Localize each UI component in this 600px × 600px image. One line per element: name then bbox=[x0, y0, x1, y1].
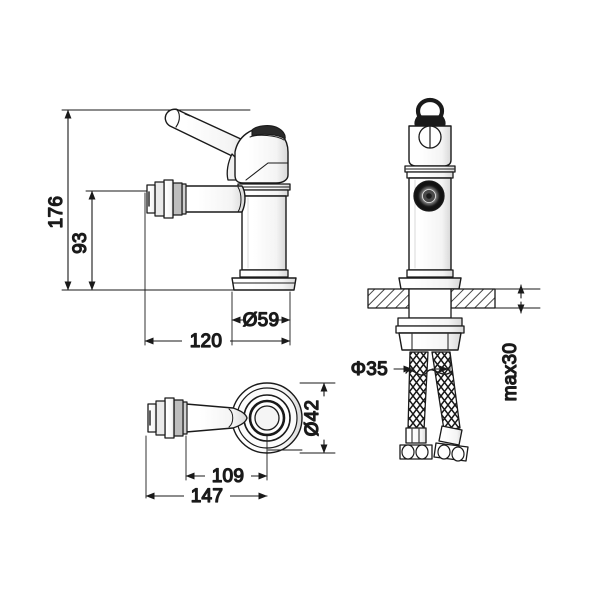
front-collar-rings bbox=[404, 165, 456, 179]
dimension-plan-diameter: Ø42 bbox=[301, 382, 328, 454]
view-front-elevation: Φ35 max30 bbox=[350, 97, 541, 462]
plan-spout-aerator bbox=[147, 397, 184, 439]
dimension-plan-reach: 109 bbox=[185, 465, 268, 488]
side-base-flange bbox=[231, 269, 297, 291]
dimension-label-109: 109 bbox=[212, 466, 245, 487]
dimension-spout-reach: 120 bbox=[144, 330, 291, 353]
front-mounting-nut bbox=[395, 317, 465, 351]
front-cartridge-head bbox=[408, 125, 452, 167]
side-spout-arm bbox=[181, 183, 246, 215]
dimension-plan-total: 147 bbox=[145, 485, 268, 508]
counter-deck-section bbox=[367, 288, 496, 309]
dimension-height-spout: 93 bbox=[69, 190, 96, 291]
front-ring-handle bbox=[414, 97, 446, 130]
front-threaded-shank bbox=[408, 288, 452, 319]
side-cartridge-cap bbox=[234, 125, 289, 184]
view-side-elevation: 176 93 Ø59 120 bbox=[45, 108, 297, 353]
view-plan: 109 147 Ø42 bbox=[145, 382, 336, 508]
front-braided-hoses bbox=[405, 351, 461, 431]
plan-spout-arm bbox=[182, 401, 248, 435]
dimension-label-147: 147 bbox=[191, 486, 224, 507]
dimension-label-176: 176 bbox=[46, 196, 67, 229]
front-hose-fittings bbox=[399, 425, 469, 462]
dimension-label-d59: Ø59 bbox=[243, 310, 280, 331]
side-collar-rings bbox=[237, 183, 291, 197]
plan-extension-lines bbox=[145, 382, 336, 499]
dimension-label-d42: Ø42 bbox=[302, 400, 323, 437]
dimension-label-phi35: Φ35 bbox=[351, 359, 388, 380]
dimension-height-total: 176 bbox=[45, 109, 72, 291]
side-spout-aerator bbox=[146, 179, 183, 219]
front-aerator-outlet bbox=[413, 180, 445, 212]
dimension-hose-diameter: Φ35 bbox=[350, 351, 451, 381]
dimension-base-diameter: Ø59 bbox=[231, 309, 291, 332]
dimension-label-max30: max30 bbox=[500, 343, 521, 402]
front-base-rings bbox=[398, 269, 462, 290]
dimension-label-93: 93 bbox=[70, 232, 91, 254]
dimension-max-thickness: max30 bbox=[494, 284, 541, 402]
dimension-label-120: 120 bbox=[190, 331, 223, 352]
plan-base-circles bbox=[231, 382, 303, 454]
side-body-column bbox=[241, 195, 287, 271]
